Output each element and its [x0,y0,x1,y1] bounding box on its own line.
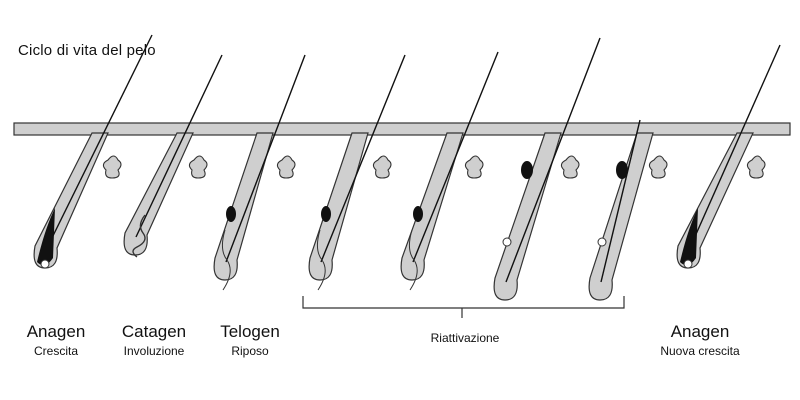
club-hair [226,206,236,222]
dermal-papilla [40,259,50,269]
dermal-papilla [683,259,693,269]
stage-desc: Involuzione [123,344,185,358]
stage-catagen: Catagen Involuzione [108,322,200,359]
riattivazione-bracket [302,296,625,318]
sebaceous-gland [188,155,208,179]
sebaceous-gland [746,155,766,179]
follicle-sheath [123,132,194,256]
hair-shaft [135,54,223,238]
stage-anagen: Anagen Crescita [16,322,96,359]
stage-name: Catagen [121,322,187,341]
stage-desc: Crescita [33,344,78,358]
follicle-sheath [400,132,464,281]
hair-shaft [320,54,406,263]
sebaceous-gland [276,155,296,179]
stage-name: Anagen [26,322,86,341]
follicle-sheath [213,132,274,281]
hair-shaft [225,54,306,263]
follicle-sheath [308,132,369,281]
stage-desc: Nuova crescita [660,344,740,358]
stage-name: Telogen [220,322,280,341]
stage-desc: Riposo [231,344,269,358]
club-hair [413,206,423,222]
epithelial-strand [221,229,231,291]
skin-surface [13,122,791,136]
stage-telogen: Telogen Riposo [208,322,292,359]
hair-shaft [505,37,601,283]
hair-bulb [680,208,698,266]
club-hair [616,161,628,179]
sebaceous-gland [560,155,580,179]
sebaceous-gland [372,155,392,179]
follicle-sheath [588,132,654,301]
club-hair [321,206,331,222]
hair-shaft [688,44,781,251]
new-papilla [597,237,607,247]
diagram-title: Ciclo di vita del pelo [18,42,156,59]
follicle-sheath [493,132,562,301]
epithelial-strand [408,229,418,291]
stage-anagen-new: Anagen Nuova crescita [640,322,760,359]
follicles-group [33,34,781,301]
regressing-strand [132,214,146,258]
epithelial-strand [316,229,326,291]
new-papilla [502,237,512,247]
hair-bulb [37,208,55,266]
sebaceous-gland [464,155,484,179]
club-hair [521,161,533,179]
stage-name: Anagen [670,322,730,341]
hair-shaft [412,51,499,263]
sebaceous-gland [102,155,122,179]
riattivazione-label: Riattivazione [430,331,500,345]
hair-shaft [600,119,641,283]
hair-shaft [45,34,153,251]
sebaceous-gland [648,155,668,179]
